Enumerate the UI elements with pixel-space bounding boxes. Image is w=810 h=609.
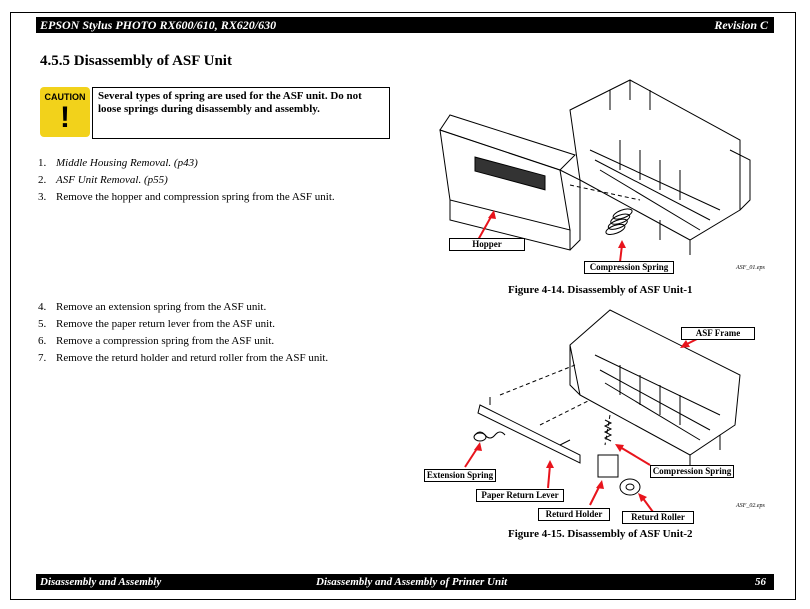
step-text: Remove the hopper and compression spring… xyxy=(56,191,335,203)
page-footer: Disassembly and Assembly Disassembly and… xyxy=(36,574,774,590)
step-item: 1.Middle Housing Removal. (p43) xyxy=(38,157,198,169)
caution-icon: CAUTION ! xyxy=(40,87,90,137)
step-item: 2.ASF Unit Removal. (p55) xyxy=(38,174,168,186)
step-text: Remove a compression spring from the ASF… xyxy=(56,335,275,347)
callout-returd-roller: Returd Roller xyxy=(622,511,694,524)
callout-compression-spring-2: Compression Spring xyxy=(650,465,734,478)
callout-paper-return-lever: Paper Return Lever xyxy=(476,489,564,502)
figure-file-ref-1: ASF_01.eps xyxy=(736,265,765,271)
step-link-text[interactable]: Middle Housing Removal. (p43) xyxy=(56,157,198,169)
caution-icon-label: CAUTION xyxy=(44,92,86,102)
step-item: 5.Remove the paper return lever from the… xyxy=(38,318,276,330)
page-number: 56 xyxy=(755,576,766,588)
step-item: 3.Remove the hopper and compression spri… xyxy=(38,191,335,203)
footer-section: Disassembly and Assembly of Printer Unit xyxy=(316,576,508,588)
step-item: 7.Remove the returd holder and returd ro… xyxy=(38,352,329,364)
figure-caption-2: Figure 4-15. Disassembly of ASF Unit-2 xyxy=(508,528,693,540)
footer-chapter: Disassembly and Assembly xyxy=(40,576,162,588)
callout-hopper: Hopper xyxy=(449,238,525,251)
callout-asf-frame: ASF Frame xyxy=(681,327,755,340)
step-item: 4.Remove an extension spring from the AS… xyxy=(38,301,267,313)
steps-list-a: 1.Middle Housing Removal. (p43) 2.ASF Un… xyxy=(38,155,335,206)
exclamation-icon: ! xyxy=(60,101,70,134)
page-frame xyxy=(10,12,796,600)
callout-extension-spring: Extension Spring xyxy=(424,469,496,482)
header-title: EPSON Stylus PHOTO RX600/610, RX620/630 xyxy=(40,18,277,32)
step-text: Remove an extension spring from the ASF … xyxy=(56,301,267,313)
asf-unit-illustration-2 xyxy=(464,309,741,513)
callout-compression-spring-1: Compression Spring xyxy=(584,261,674,274)
section-title: 4.5.5 Disassembly of ASF Unit xyxy=(40,53,232,69)
figure-caption-1: Figure 4-14. Disassembly of ASF Unit-1 xyxy=(508,284,693,296)
page-header: EPSON Stylus PHOTO RX600/610, RX620/630 … xyxy=(36,17,774,33)
header-revision: Revision C xyxy=(714,18,768,32)
step-text: Remove the returd holder and returd roll… xyxy=(56,352,329,364)
caution-note: Several types of spring are used for the… xyxy=(92,87,390,139)
callout-returd-holder: Returd Holder xyxy=(538,508,610,521)
step-item: 6.Remove a compression spring from the A… xyxy=(38,335,275,347)
step-text: Remove the paper return lever from the A… xyxy=(56,318,276,330)
steps-list-b: 4.Remove an extension spring from the AS… xyxy=(38,299,328,367)
asf-unit-illustration-1 xyxy=(439,79,751,263)
figure-file-ref-2: ASF_02.eps xyxy=(736,503,765,509)
step-link-text[interactable]: ASF Unit Removal. (p55) xyxy=(56,174,168,186)
